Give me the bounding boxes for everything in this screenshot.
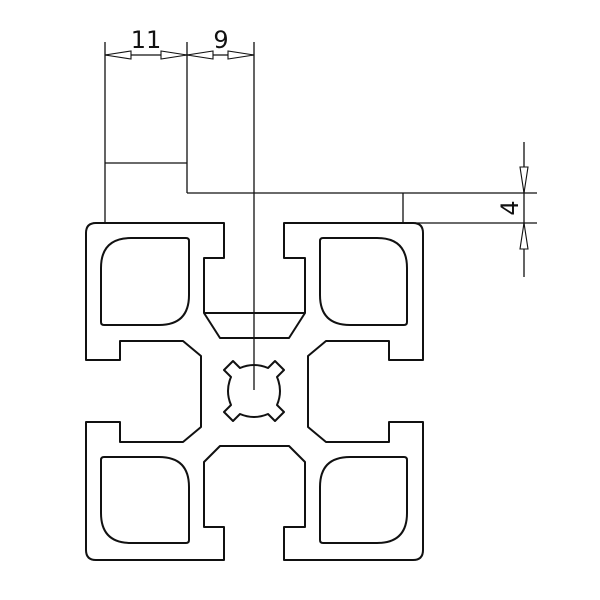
- arrow-icon: [519, 166, 529, 194]
- arrow-icon: [519, 222, 529, 250]
- arrow-icon: [186, 50, 214, 60]
- arrow-icon: [104, 50, 132, 60]
- cavity-top-right: [319, 237, 408, 326]
- cavity-top-left: [100, 237, 190, 326]
- center-bore: [223, 360, 285, 422]
- dimension-label-11: 11: [131, 26, 162, 54]
- cavity-bottom-left: [100, 456, 190, 544]
- arrow-icon: [227, 50, 255, 60]
- dimension-label-4: 4: [496, 200, 524, 215]
- arrow-icon: [160, 50, 188, 60]
- dimension-label-9: 9: [213, 26, 228, 54]
- cavity-bottom-right: [319, 456, 408, 544]
